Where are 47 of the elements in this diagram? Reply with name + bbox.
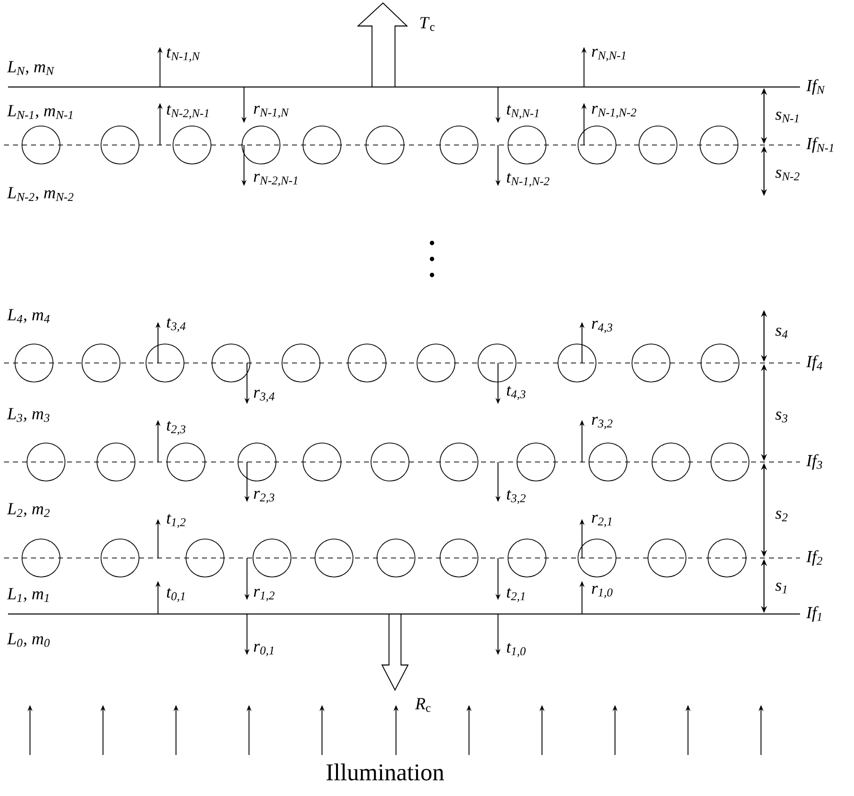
coefficient-label: t$_{2,3}$ <box>166 421 186 435</box>
output-label: R$_{c}$ <box>415 698 431 712</box>
interface-label: If$_{4}$ <box>806 355 822 371</box>
layer-label: L$_{1}$, m$_{1}$ <box>7 588 49 602</box>
spacing-label: s$_{N-2}$ <box>775 170 800 180</box>
interface-label: If$_{1}$ <box>806 606 822 622</box>
layer-label: L$_{N-1}$, m$_{N-1}$ <box>7 105 72 119</box>
coefficient-label: t$_{1,0}$ <box>506 643 526 657</box>
spacing-label: s$_{3}$ <box>775 412 788 422</box>
layer-label: L$_{4}$, m$_{4}$ <box>7 309 50 323</box>
coefficient-label: r$_{1,2}$ <box>254 588 274 602</box>
coefficient-label: t$_{3,4}$ <box>166 318 186 332</box>
coefficient-label: t$_{1,2}$ <box>166 514 186 528</box>
coefficient-label: t$_{2,1}$ <box>506 588 525 602</box>
coefficient-label: t$_{N,N-1}$ <box>506 105 538 119</box>
layer-label: L$_{N}$, m$_{N}$ <box>7 61 54 75</box>
interface-label: If$_{3}$ <box>806 454 822 470</box>
coefficient-label: r$_{3,4}$ <box>254 390 274 402</box>
coefficient-label: r$_{N-1,N-2}$ <box>592 106 636 118</box>
layer-label: L$_{0}$, m$_{0}$ <box>7 633 50 647</box>
coefficient-label: t$_{0,1}$ <box>166 588 185 602</box>
layer-label: L$_{3}$, m$_{3}$ <box>7 408 50 422</box>
interface-label: If$_{N-1}$ <box>806 137 834 153</box>
coefficient-label: t$_{4,3}$ <box>506 386 526 400</box>
coefficient-label: t$_{N-1,N}$ <box>166 48 200 62</box>
spacing-label: s$_{N-1}$ <box>775 112 798 122</box>
layer-label: L$_{N-2}$, m$_{N-2}$ <box>7 187 74 201</box>
output-label: T$_{c}$ <box>420 17 435 31</box>
coefficient-label: r$_{2,1}$ <box>592 514 612 528</box>
coefficient-label: r$_{N,N-1}$ <box>592 48 626 62</box>
interface-label: If$_{2}$ <box>806 550 822 566</box>
spacing-label: s$_{1}$ <box>775 582 786 594</box>
illumination-label: Illumination <box>326 764 444 780</box>
interface-label: If$_{N}$ <box>806 79 826 95</box>
coefficient-label: r$_{4,3}$ <box>592 320 612 334</box>
coefficient-label: r$_{0,1}$ <box>254 644 274 656</box>
coefficient-label: r$_{N-2,N-1}$ <box>254 174 298 186</box>
coefficient-label: r$_{1,0}$ <box>592 586 613 598</box>
layer-label: L$_{2}$, m$_{2}$ <box>7 503 50 517</box>
coefficient-label: r$_{3,2}$ <box>592 416 612 430</box>
coefficient-label: r$_{2,3}$ <box>254 490 274 504</box>
coefficient-label: t$_{N-1,N-2}$ <box>506 173 550 187</box>
coefficient-label: t$_{N-2,N-1}$ <box>166 105 208 119</box>
spacing-label: s$_{4}$ <box>775 328 788 338</box>
coefficient-label: r$_{N-1,N}$ <box>254 106 290 118</box>
spacing-label: s$_{2}$ <box>775 510 788 522</box>
coefficient-label: t$_{3,2}$ <box>506 490 526 504</box>
